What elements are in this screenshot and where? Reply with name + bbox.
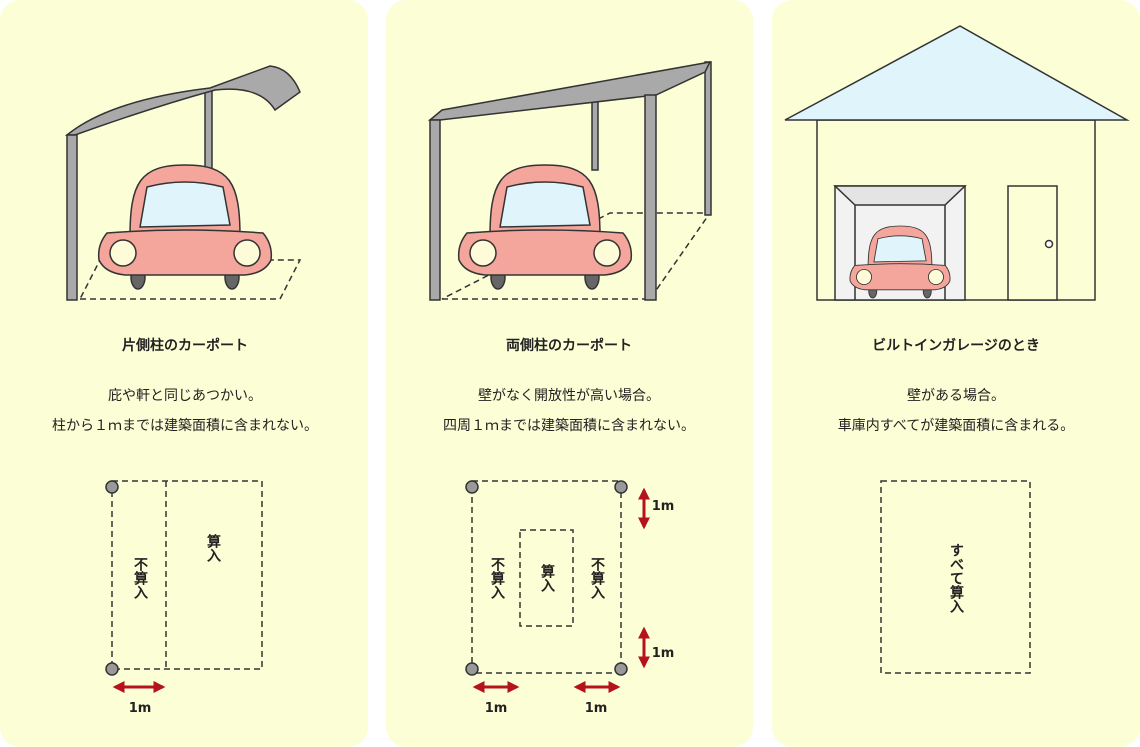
- included-area: [519, 529, 574, 627]
- plan-diagram: 不算入 算入 不算入 1m 1m 1m 1m: [465, 480, 675, 716]
- panel-built-in-garage: ビルトインガレージのとき 壁がある場合。 車庫内すべてが建築面積に含まれる。 す…: [772, 0, 1140, 747]
- dimension-label: 1m: [652, 499, 675, 514]
- desc-line1: 壁がある場合。: [907, 388, 1005, 404]
- dimension-label: 1m: [485, 701, 508, 716]
- house-roof: [784, 25, 1130, 121]
- post-marker: [105, 480, 119, 494]
- house-illustration: [784, 25, 1130, 301]
- carport-illustration: [64, 65, 302, 301]
- plan-diagram: 不算入 算入 1m: [105, 480, 263, 716]
- panel-single-post-carport: 片側柱のカーポート 庇や軒と同じあつかい。 柱から１ｍまでは建築面積に含まれない…: [0, 0, 368, 747]
- floor-area: [880, 480, 1031, 674]
- desc-line2: 四周１ｍまでは建築面積に含まれない。: [443, 418, 695, 434]
- door-knob: [1044, 239, 1054, 249]
- area-label-excluded: 不算入: [589, 557, 605, 599]
- area-label-excluded: 不算入: [132, 557, 148, 599]
- desc-line2: 柱から１ｍまでは建築面積に含まれない。: [52, 418, 318, 434]
- panel-title: ビルトインガレージのとき: [872, 338, 1040, 354]
- dimension-label: 1m: [652, 646, 675, 661]
- dimension-label: 1m: [129, 701, 152, 716]
- panel-title: 片側柱のカーポート: [122, 337, 248, 354]
- area-label-excluded: 不算入: [489, 557, 505, 599]
- post: [429, 119, 441, 301]
- post-marker: [105, 662, 119, 676]
- panel-title: 両側柱のカーポート: [506, 337, 632, 354]
- floor-area: [111, 480, 263, 670]
- front-post: [66, 134, 78, 301]
- carport-roof: [64, 65, 301, 136]
- desc-line1: 庇や軒と同じあつかい。: [108, 388, 262, 404]
- desc-line1: 壁がなく開放性が高い場合。: [478, 387, 660, 404]
- post: [644, 94, 657, 301]
- plan-diagram: すべて算入: [880, 480, 1031, 674]
- desc-line2: 車庫内すべてが建築面積に含まれる。: [838, 417, 1074, 434]
- floor-area: [471, 480, 622, 674]
- rear-post: [204, 89, 213, 171]
- dimension-label: 1m: [585, 701, 608, 716]
- panel-double-post-carport: 両側柱のカーポート 壁がなく開放性が高い場合。 四周１ｍまでは建築面積に含まれな…: [386, 0, 753, 747]
- area-label-included: すべて算入: [948, 543, 964, 613]
- area-label-included: 算入: [539, 563, 555, 592]
- area-label-included: 算入: [205, 533, 221, 562]
- carport-illustration: [427, 60, 712, 301]
